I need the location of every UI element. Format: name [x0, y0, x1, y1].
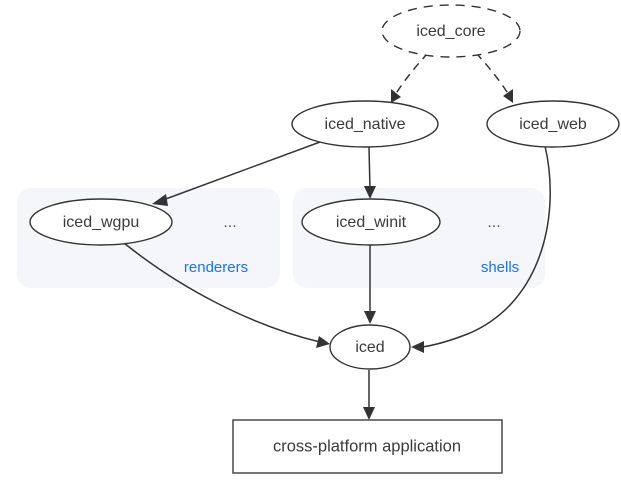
node-application[interactable]: cross-platform application [232, 419, 503, 474]
edge-iced-wgpu-to-iced-line [123, 242, 321, 343]
node-iced-native-label: iced_native [325, 116, 406, 133]
edge-iced-web-to-iced-arrowhead [411, 341, 424, 353]
edge-iced-wgpu-to-iced [123, 242, 330, 348]
node-iced-label: iced [355, 339, 384, 356]
edge-iced-core-to-iced-native [391, 52, 429, 103]
node-iced-wgpu[interactable]: iced_wgpu [29, 198, 173, 246]
node-iced-winit[interactable]: iced_winit [301, 198, 441, 246]
node-iced-web[interactable]: iced_web [486, 100, 620, 148]
cluster-renderers-label: renderers [184, 259, 248, 276]
edge-iced-core-to-iced-web-line [475, 52, 510, 96]
node-iced[interactable]: iced [329, 324, 411, 370]
node-iced-shape[interactable] [329, 324, 411, 370]
edge-iced-winit-to-iced-arrowhead [364, 311, 376, 324]
node-iced-core-label: iced_core [416, 23, 485, 40]
node-iced-web-shape[interactable] [486, 100, 620, 148]
edge-iced-to-application-arrowhead [363, 407, 375, 420]
node-iced-native-shape[interactable] [291, 100, 439, 148]
node-iced-web-label: iced_web [519, 116, 587, 133]
node-iced-winit-shape[interactable] [301, 198, 441, 246]
edge-iced-native-to-iced-wgpu [152, 141, 321, 206]
node-iced-wgpu-label: iced_wgpu [63, 214, 140, 231]
edge-iced-core-to-iced-web-arrowhead [503, 89, 513, 103]
edge-iced-native-to-iced-winit-arrowhead [364, 186, 376, 199]
edge-iced-native-to-iced-winit [364, 146, 376, 199]
edge-iced-web-to-iced-line [421, 145, 551, 348]
node-application-label: cross-platform application [273, 437, 461, 455]
node-iced-core[interactable]: iced_core [381, 4, 521, 58]
edge-iced-winit-to-iced [364, 245, 376, 324]
edge-iced-wgpu-to-iced-arrowhead [316, 336, 330, 348]
edge-iced-core-to-iced-native-line [394, 52, 429, 96]
node-application-shape[interactable] [232, 419, 503, 474]
edge-iced-core-to-iced-web [475, 52, 513, 103]
edge-iced-native-to-iced-wgpu-arrowhead [152, 194, 168, 206]
node-iced-wgpu-shape[interactable] [29, 198, 173, 246]
edge-iced-native-to-iced-wgpu-line [162, 141, 321, 201]
edge-iced-native-to-iced-winit-line [368, 146, 371, 191]
shells-ellipsis-placeholder: ... [487, 214, 500, 231]
node-iced-native[interactable]: iced_native [291, 100, 439, 148]
cluster-shells-label: shells [481, 259, 519, 276]
edge-iced-core-to-iced-native-arrowhead [391, 89, 401, 103]
edge-iced-web-to-iced [411, 145, 551, 353]
node-iced-core-shape[interactable] [381, 4, 521, 58]
renderers-ellipsis-placeholder: ... [223, 214, 236, 231]
edge-iced-to-application [363, 370, 375, 420]
node-iced-winit-label: iced_winit [336, 214, 407, 231]
